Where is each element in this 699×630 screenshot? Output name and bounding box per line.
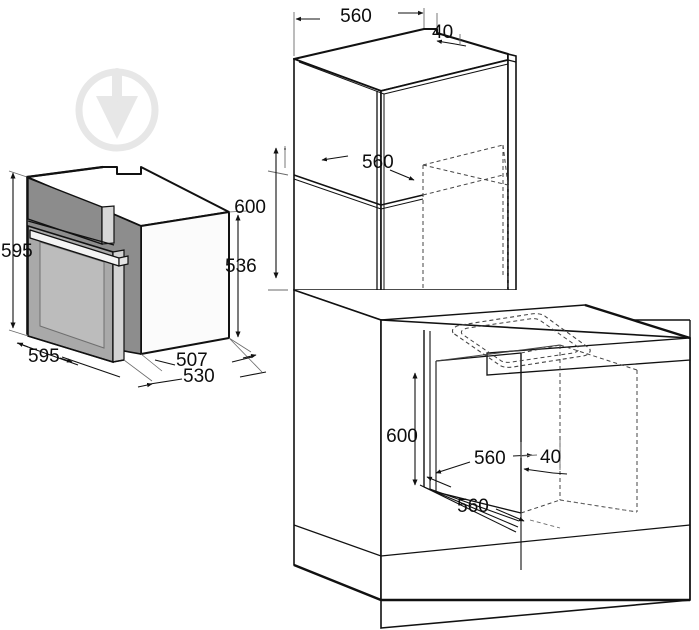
dim-line-upper-40: [454, 43, 467, 47]
dim-line-lower-40: [552, 472, 568, 475]
tall-unit-right-edge: [507, 52, 517, 291]
dim-label-lower-niche-width: 560: [474, 448, 506, 469]
ext-line-lower-depth: [529, 519, 561, 529]
dim-arrow-lower-40: [523, 467, 554, 474]
dim-label-upper-niche-width: 560: [340, 6, 372, 27]
base-unit-bottom-edge: [293, 563, 690, 602]
dim-label-lower-niche-depth: 560: [457, 496, 489, 517]
oven-unit-isometric: 595 595 536 507 530: [1, 165, 267, 388]
dim-arrow-lower-depth-left: [426, 476, 452, 488]
dim-arrow-lower-560-left: [435, 461, 471, 474]
countertop-rear-edge: [584, 303, 691, 340]
lower-niche-floor: [435, 491, 522, 514]
upper-niche-bottom-thickness: [293, 178, 424, 210]
dim-arrow-lower-depth-right: [495, 508, 525, 522]
tall-unit-left-face: [293, 57, 382, 291]
dim-line-530-b: [239, 371, 267, 378]
oven-control-panel-edge: [101, 205, 115, 245]
lower-niche-floor-3: [423, 486, 519, 528]
dim-label-upper-niche-depth: 560: [362, 152, 394, 173]
oven-top-front-edge: [26, 165, 104, 179]
dim-arrow-507-right: [242, 353, 257, 359]
panel-door-gap: [27, 220, 115, 246]
dim-arrow-oven-width-right: [59, 357, 73, 363]
upper-niche-bottom-left: [293, 174, 382, 206]
base-unit-left-face: [293, 288, 382, 602]
tall-unit-inner-thickness-2: [383, 63, 509, 95]
dim-arrow-upper-depth-right: [389, 169, 415, 181]
dim-label-oven-depth-body: 507: [176, 350, 208, 371]
dim-line-507-a: [154, 359, 176, 366]
lower-niche-floor-4: [419, 484, 517, 533]
ext-line-oven-top: [8, 170, 28, 178]
cabinet-niche-isometric: 560 40 560 600 600: [234, 6, 691, 629]
dim-line-530-a: [149, 378, 183, 385]
dim-arrow-oven-width-left: [17, 342, 29, 348]
upper-niche-bottom-front: [380, 194, 424, 206]
ext-line-side-top: [228, 210, 248, 213]
oven-door-right-edge: [112, 249, 125, 363]
dim-line-507-b: [231, 356, 253, 363]
dim-label-lower-edge-offset: 40: [540, 447, 561, 468]
ext-line-oven-bottom: [8, 329, 29, 337]
dim-label-lower-niche-height: 600: [386, 426, 418, 447]
hob-cutout: [451, 313, 591, 368]
ext-line-lower-depth-2: [559, 499, 638, 513]
ext-line-body-back-2: [228, 337, 263, 373]
dim-label-upper-edge-offset: 40: [432, 22, 453, 43]
ext-line-body-front: [140, 353, 163, 372]
dim-label-oven-height: 595: [1, 241, 33, 262]
lower-niche-floor-2: [429, 488, 520, 522]
logo-watermark: [75, 68, 159, 152]
oven-door-handle-cap: [118, 255, 129, 267]
dim-label-upper-niche-height: 600: [234, 197, 266, 218]
oven-door-inner-panel: [39, 241, 105, 349]
dim-arrow-upper-40: [436, 39, 456, 45]
tall-unit-right-edge-line: [507, 59, 517, 63]
dim-label-oven-body-height: 536: [225, 256, 257, 277]
tall-unit-right-face: [380, 58, 509, 291]
ext-line-door-front: [123, 359, 153, 382]
dim-label-oven-depth-total: 530: [183, 366, 215, 387]
ext-line-lower-560-right: [520, 454, 538, 457]
ext-line-body-back: [228, 337, 252, 353]
dim-arrow-530-left: [137, 382, 153, 388]
dim-arrow-upper-depth-left: [321, 155, 349, 162]
oven-side-face: [140, 211, 230, 355]
oven-door-bottom-edge: [27, 335, 125, 363]
dim-label-oven-width: 595: [28, 346, 60, 367]
base-plinth-line: [293, 524, 691, 557]
